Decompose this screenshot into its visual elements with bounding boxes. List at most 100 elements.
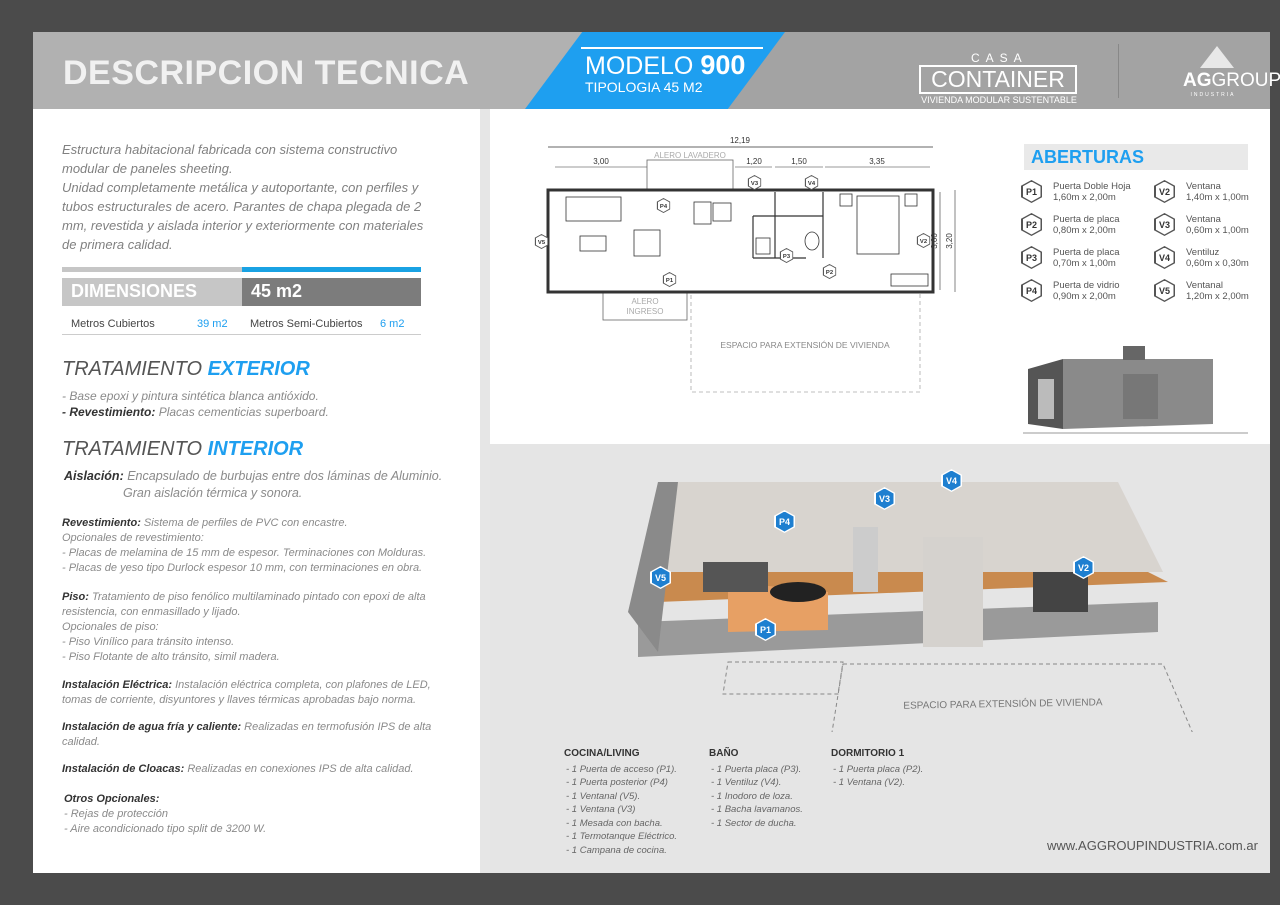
exterior-text: - Base epoxi y pintura sintética blanca … [62, 388, 329, 420]
abertura-name: Ventana [1186, 181, 1221, 192]
divider [1118, 44, 1119, 98]
abertura-name: Puerta Doble Hoja [1053, 181, 1131, 192]
text: Realizadas en conexiones IPS de alta cal… [184, 763, 414, 775]
column-divider [480, 109, 490, 873]
room-item: - 1 Termotanque Eléctrico. [566, 831, 678, 842]
intro-line: Estructura habitacional fabricada con si… [62, 142, 398, 157]
marker-code: P1 [756, 619, 775, 640]
marker-code: P1 [1022, 181, 1041, 202]
intro-line: mm, revestida y aislada interior y exter… [62, 218, 424, 233]
line: Gran aislación térmica y sonora. [123, 486, 303, 500]
render-alero [722, 661, 844, 695]
marker-v2-icon: V2 [916, 233, 931, 248]
alero-lavadero-label: ALERO LAVADERO [654, 151, 726, 160]
dim-h2: 3,20 [945, 233, 954, 249]
dim-4: 3,35 [869, 157, 885, 166]
semi-label: Metros Semi-Cubiertos [250, 318, 363, 330]
room-1: BAÑO- 1 Puerta placa (P3).- 1 Ventiluz (… [709, 747, 803, 830]
dim-total: 12,19 [730, 136, 751, 145]
model-number: 900 [700, 50, 746, 80]
bold-label: - Revestimiento: [62, 405, 156, 419]
cubiertos-label: Metros Cubiertos [71, 318, 155, 330]
bold-label: Instalación Eléctrica: [62, 679, 173, 691]
aislacion: Aislación: Encapsulado de burbujas entre… [64, 468, 442, 502]
semi-value: 6 m2 [380, 318, 405, 330]
room-title: COCINA/LIVING [564, 748, 640, 759]
marker-v3-icon: V3 [874, 487, 895, 510]
logo-sub: VIVIENDA MODULAR SUSTENTABLE [921, 95, 1077, 105]
marker-code: P4 [1022, 280, 1041, 301]
abertura-size: 0,90m x 2,00m [1053, 291, 1116, 302]
dimensiones-label: DIMENSIONES [62, 278, 242, 306]
revestimiento: Revestimiento: Sistema de perfiles de PV… [62, 516, 426, 576]
bold-label: Instalación de agua fría y caliente: [62, 721, 242, 733]
render-walls-back [648, 482, 1163, 572]
line: Opcionales de revestimiento: [62, 532, 204, 544]
brochure-page: DESCRIPCION TECNICA MODELO 900 TIPOLOGIA… [33, 32, 1280, 873]
intro-line: Unidad completamente metálica y autoport… [62, 180, 419, 195]
render-bath-wall [923, 537, 983, 647]
abertura-name: Puerta de placa [1053, 247, 1120, 258]
room-title: BAÑO [709, 748, 739, 759]
room-item: - 1 Ventana (V2). [833, 777, 905, 788]
marker-v2-icon: V2 [1073, 556, 1094, 579]
line: - Placas de yeso tipo Durlock espesor 10… [62, 562, 423, 574]
line: tomas de corriente, disyuntores y llaves… [62, 694, 417, 706]
room-item: - 1 Puerta placa (P3). [711, 763, 802, 775]
render-table [770, 582, 826, 602]
ag-logo-icon [1200, 46, 1234, 68]
marker-code: P4 [775, 511, 794, 532]
marker-code: P3 [780, 249, 793, 262]
abertura-size: 0,80m x 2,00m [1053, 225, 1116, 236]
room-item: - 1 Campana de cocina. [566, 844, 667, 856]
intro-line: modular de paneles sheeting. [62, 161, 233, 176]
banner-rule [581, 47, 763, 49]
marker-code: V3 [748, 176, 761, 189]
marker-v5-icon: V5 [534, 234, 549, 249]
line: Revestimiento: Sistema de perfiles de PV… [62, 516, 426, 531]
dim-3: 1,50 [791, 157, 807, 166]
cloacas: Instalación de Cloacas: Realizadas en co… [62, 762, 414, 777]
marker-code: P4 [657, 199, 670, 212]
marker-v5-icon: V5 [650, 566, 671, 589]
marker-code: V5 [651, 567, 670, 588]
marker-p1-icon: P1 [662, 272, 677, 287]
marker-p3-icon: P3 [1021, 246, 1042, 269]
dim-lines [555, 166, 956, 292]
header-band: DESCRIPCION TECNICA MODELO 900 TIPOLOGIA… [33, 32, 1280, 109]
render-front-wall [638, 602, 1158, 657]
marker-p4-icon: P4 [656, 198, 671, 213]
marker-p2-icon: P2 [822, 264, 837, 279]
exterior-heading: TRATAMIENTO EXTERIOR [62, 358, 310, 381]
marker-code: V5 [535, 235, 548, 248]
website-link[interactable]: www.AGGROUPINDUSTRIA.com.ar [1047, 838, 1258, 853]
marker-v3-icon: V3 [747, 175, 762, 190]
abertura-size: 0,60m x 0,30m [1186, 258, 1249, 269]
cubiertos-value: 39 m2 [197, 318, 228, 330]
model-prefix: MODELO [585, 52, 694, 80]
model-title: MODELO 900 [585, 50, 745, 81]
bold-label: Aislación: [64, 469, 124, 483]
ag-group-logo: AGGROUP [1183, 70, 1280, 92]
line: - Rejas de protección [64, 808, 168, 820]
marker-code: V4 [1155, 247, 1174, 268]
interior-heading: TRATAMIENTO INTERIOR [62, 438, 303, 461]
marker-code: V2 [1074, 557, 1093, 578]
marker-p2-icon: P2 [1021, 213, 1042, 236]
text: Instalación eléctrica completa, con plaf… [172, 679, 431, 691]
exterior-line: - Revestimiento: Placas cementicias supe… [62, 404, 329, 420]
intro-line: tubos estructurales de acero. Parantes d… [62, 199, 422, 214]
abertura-size: 0,60m x 1,00m [1186, 225, 1249, 236]
line: - Aire acondicionado tipo split de 3200 … [64, 823, 267, 835]
abertura-size: 1,60m x 2,00m [1053, 192, 1116, 203]
marker-code: P2 [1022, 214, 1041, 235]
line: - Placas de melamina de 15 mm de espesor… [62, 547, 427, 559]
line: Opcionales de piso: [62, 621, 159, 633]
agua: Instalación de agua fría y caliente: Rea… [62, 720, 431, 750]
room-item: - 1 Inodoro de loza. [711, 790, 793, 802]
text: Placas cementicias superboard. [155, 405, 329, 419]
